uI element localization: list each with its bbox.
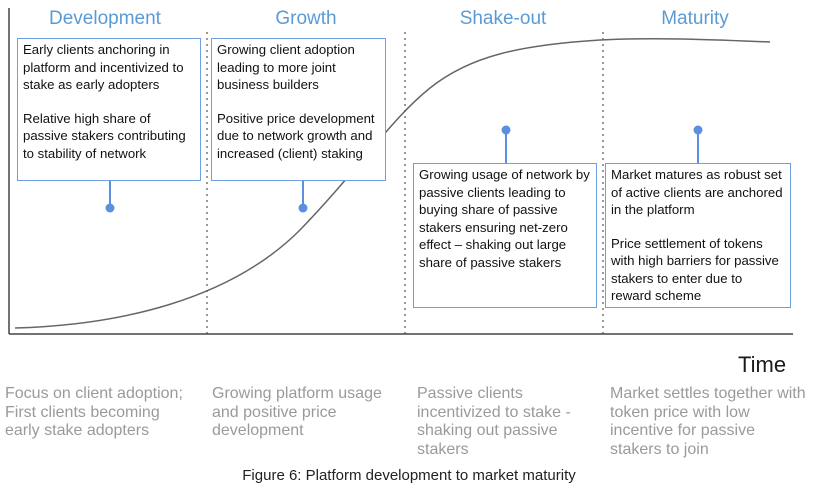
growth-box: Growing client adoption leading to more …	[211, 38, 386, 181]
shakeout-box: Growing usage of network by passive clie…	[413, 163, 597, 308]
phase-title-shakeout: Shake-out	[459, 8, 547, 29]
x-axis-label: Time	[738, 352, 787, 377]
growth-connector-dot	[298, 203, 308, 213]
growth-caption: Growing platform usage and positive pric…	[212, 385, 382, 439]
maturity-box-line: Price settlement of tokens with high bar…	[611, 235, 779, 304]
development-caption: Focus on client adoption; First clients …	[5, 385, 183, 439]
development-box-line: Relative high share of passive stakers c…	[23, 110, 186, 161]
phase-title-maturity: Maturity	[661, 8, 729, 29]
figure-caption: Figure 6: Platform development to market…	[242, 467, 576, 484]
shakeout-caption: Passive clients incentivized to stake - …	[417, 385, 571, 458]
phase-title-growth: Growth	[275, 8, 337, 29]
maturity-box-line: Market matures as robust set of active c…	[611, 167, 783, 217]
development-connector-dot	[105, 203, 115, 213]
shakeout-connector-dot	[501, 125, 511, 135]
maturity-caption: Market settles together with token price…	[610, 385, 806, 458]
development-box: Early clients anchoring in platform and …	[17, 38, 201, 181]
maturity-connector-dot	[693, 125, 703, 135]
development-box-line: Early clients anchoring in platform and …	[23, 42, 184, 92]
phase-title-development: Development	[49, 8, 161, 29]
shakeout-box-line: Growing usage of network by passive clie…	[419, 167, 590, 270]
growth-box-line: Growing client adoption leading to more …	[217, 42, 355, 92]
growth-box-line: Positive price development due to networ…	[217, 110, 375, 161]
maturity-box: Market matures as robust set of active c…	[605, 163, 791, 308]
adoption-curve	[14, 37, 771, 329]
